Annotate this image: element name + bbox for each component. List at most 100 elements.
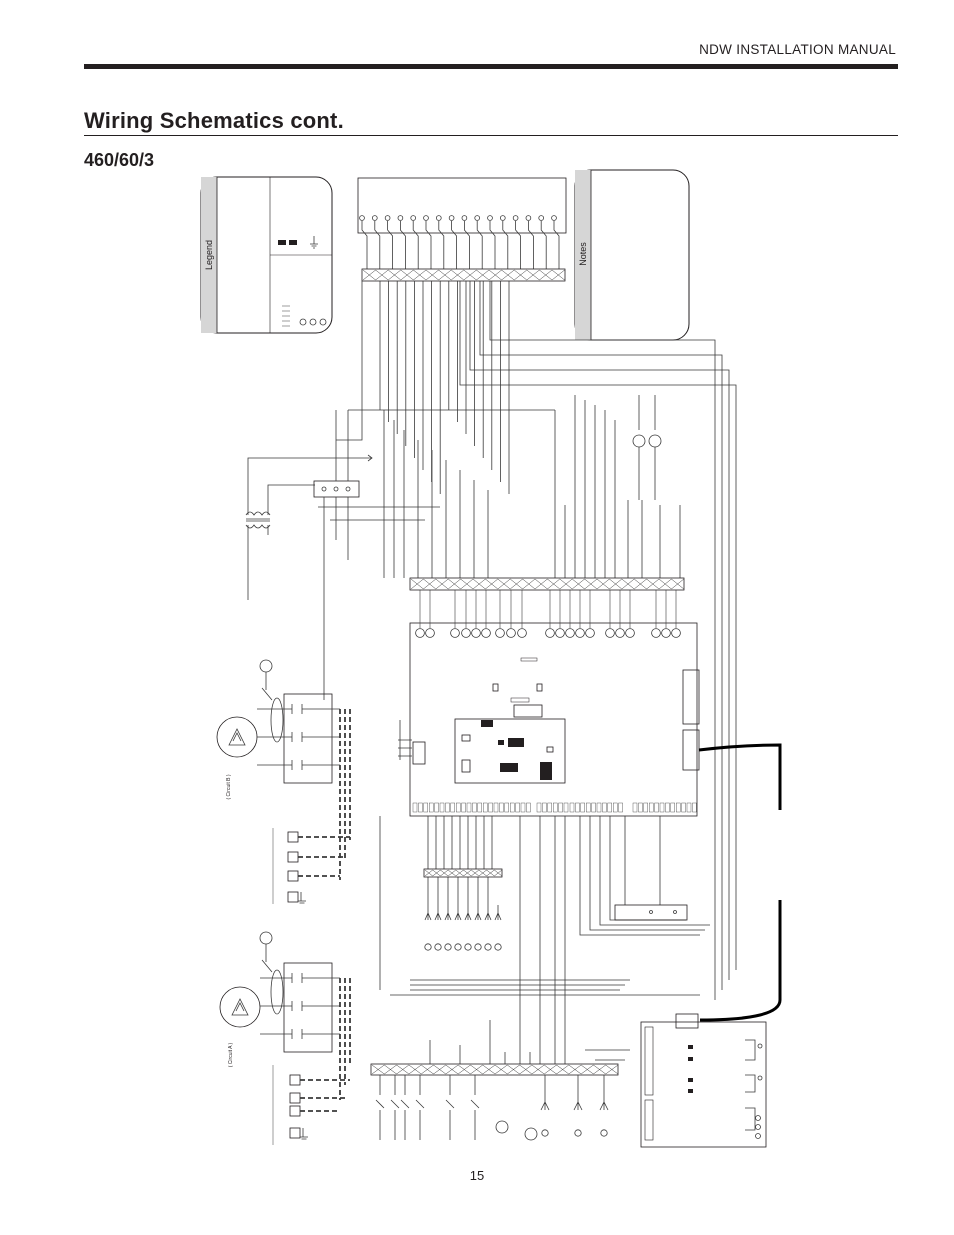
strip-cell (435, 578, 449, 590)
switch (470, 1075, 480, 1140)
page-number: 15 (469, 1168, 485, 1183)
switch (390, 1075, 400, 1140)
board-pin (445, 802, 450, 813)
top-lead (476, 221, 483, 269)
board-pin (670, 802, 675, 813)
board-pin (547, 802, 552, 813)
transformer (245, 457, 363, 600)
relay-coil (481, 628, 491, 638)
sensor (600, 1129, 608, 1137)
sensor (424, 943, 432, 951)
header-rule (84, 64, 898, 69)
strip-cell (485, 578, 498, 590)
board-pin (569, 802, 575, 813)
strip-cell (534, 578, 548, 590)
strip-cell (519, 1064, 533, 1075)
circuit-a-label: ( Circuit A ) (228, 1042, 234, 1067)
strip-cell (605, 1064, 619, 1075)
compressor-circuit-b: ( Circuit B ) (216, 659, 351, 904)
strip-cell (425, 269, 439, 281)
sensor (541, 1129, 549, 1137)
bottom-terminal-strip (370, 1063, 619, 1076)
board-pin (483, 802, 488, 813)
control-wires (318, 281, 555, 521)
strip-cell (572, 578, 585, 590)
sensor-lead (454, 905, 462, 921)
sensor-lead (573, 1075, 583, 1111)
board-pin (692, 802, 697, 813)
strip-cell (396, 1064, 410, 1075)
top-lead (374, 221, 381, 269)
strip-cell (457, 1064, 471, 1075)
sensor (434, 943, 442, 951)
sensor (574, 1129, 582, 1137)
board-pin (515, 802, 520, 813)
board-pin (553, 802, 558, 813)
board-pin (575, 802, 580, 813)
strip-cell (438, 269, 452, 281)
strip-cell (584, 578, 598, 590)
sensor (494, 943, 502, 951)
board-pin (632, 802, 638, 813)
strip-cell (531, 1064, 545, 1075)
relay-coil (625, 628, 635, 638)
strip-cell (433, 1064, 446, 1075)
relay-coil (661, 628, 671, 638)
board-pin (493, 802, 499, 813)
notes-box: Notes (574, 169, 690, 341)
board-pin (412, 802, 418, 813)
strip-cell (423, 578, 436, 590)
voltage-subtitle: 460/60/3 (84, 150, 155, 170)
compressor-circuit-a: ( Circuit A ) (219, 931, 351, 1145)
sensor (484, 943, 492, 951)
fan-motors (632, 395, 662, 500)
top-terminal (538, 215, 544, 221)
middle-terminal-strip (409, 577, 685, 591)
top-terminal (448, 215, 455, 221)
board-pin (450, 802, 455, 813)
strip-cell (551, 269, 565, 281)
strip-cell (486, 869, 495, 877)
relay-coil (495, 628, 505, 638)
relay-coil (575, 628, 585, 638)
sensor-lead (484, 905, 492, 921)
strip-cell (596, 578, 610, 590)
strip-cell (621, 578, 635, 590)
top-terminal (551, 215, 557, 221)
main-control-board (409, 590, 700, 817)
top-lead (464, 221, 470, 269)
title-rule (84, 135, 898, 136)
strip-cell (559, 578, 573, 590)
board-pin (439, 802, 445, 813)
board-pin (558, 802, 563, 813)
lower-wires (379, 720, 710, 1064)
relay-coil (450, 628, 460, 638)
relay-coil (545, 628, 555, 638)
board-pin (472, 802, 477, 813)
top-terminal (423, 215, 429, 221)
strip-cell (478, 869, 487, 877)
board-pin (665, 802, 670, 813)
top-terminal (397, 215, 404, 221)
board-pin (423, 802, 428, 813)
board-pin (520, 802, 526, 813)
top-lead (361, 221, 368, 269)
strip-cell (445, 1064, 459, 1075)
strip-cell (447, 869, 456, 877)
top-terminal (410, 215, 417, 221)
board-pin (461, 802, 466, 813)
board-pin (499, 802, 504, 813)
strip-cell (646, 578, 660, 590)
sensor-lead (444, 905, 452, 921)
board-pin (676, 802, 681, 813)
strip-cell (634, 578, 647, 590)
board-pin (434, 802, 439, 813)
strip-cell (482, 1064, 496, 1075)
top-terminal (487, 215, 493, 221)
sensor-lead (599, 1075, 609, 1111)
strip-cell (609, 578, 622, 590)
board-pin (510, 802, 515, 813)
strip-cell (568, 1064, 582, 1075)
top-lead (387, 221, 393, 269)
top-terminal (371, 215, 378, 221)
